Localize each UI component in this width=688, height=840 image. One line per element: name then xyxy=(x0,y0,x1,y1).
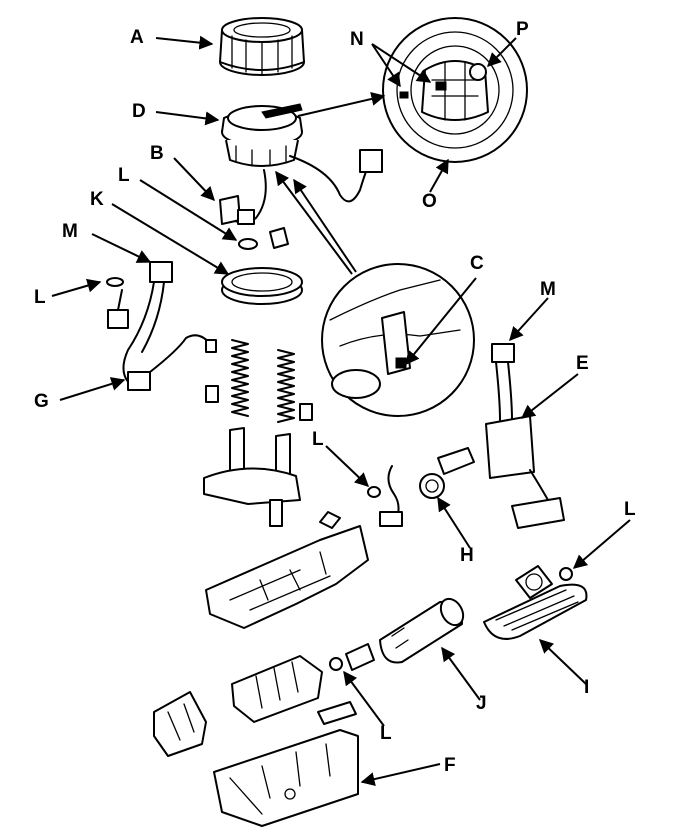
retainer-left xyxy=(205,385,219,403)
fuel-pump-part xyxy=(345,597,465,671)
callout-label-f: F xyxy=(444,755,456,776)
callout-label-d: D xyxy=(132,101,146,122)
pump-flange-part xyxy=(221,103,383,224)
o-ring-part xyxy=(329,657,343,671)
sender-harness-part xyxy=(106,261,217,391)
callout-label-n: N xyxy=(350,29,364,50)
pump-bracket-part xyxy=(203,427,301,527)
callout-label-h: H xyxy=(460,545,474,566)
callout-label-l-2: L xyxy=(34,287,46,308)
callout-label-e: E xyxy=(576,353,589,374)
callout-label-l-5: L xyxy=(380,723,392,744)
pump-cage-part xyxy=(205,511,369,629)
callout-label-m-2: M xyxy=(540,279,556,300)
level-sender-part xyxy=(485,343,565,529)
callout-label-m-1: M xyxy=(62,221,78,242)
callout-label-l-1: L xyxy=(118,165,130,186)
o-ring-part xyxy=(559,567,573,581)
spring-part-left xyxy=(231,339,249,417)
flange-detail-inset xyxy=(382,17,528,163)
callout-label-a: A xyxy=(130,27,144,48)
callout-label-b: B xyxy=(150,143,164,164)
callout-label-i: I xyxy=(584,677,590,698)
lower-case-part xyxy=(213,729,359,827)
o-ring-part xyxy=(238,238,258,250)
callout-label-l-4: L xyxy=(624,499,636,520)
callout-label-k: K xyxy=(90,189,104,210)
pressure-regulator-part xyxy=(379,447,475,527)
spring-part-right xyxy=(277,349,295,423)
callout-label-l-3: L xyxy=(312,429,324,450)
callout-label-p: P xyxy=(516,19,529,40)
callout-label-g: G xyxy=(34,391,49,412)
o-ring-part xyxy=(367,486,381,498)
clip-detail-inset xyxy=(321,263,475,417)
callout-label-c: C xyxy=(470,253,484,274)
pump-holder-part xyxy=(153,655,357,757)
clip-part xyxy=(219,195,255,225)
retainer-right xyxy=(299,403,313,421)
lock-ring-part xyxy=(219,17,305,76)
fuel-filter-part xyxy=(483,565,588,640)
callout-label-j: J xyxy=(476,693,487,714)
callout-label-o: O xyxy=(422,191,437,212)
gasket-part xyxy=(221,267,303,305)
